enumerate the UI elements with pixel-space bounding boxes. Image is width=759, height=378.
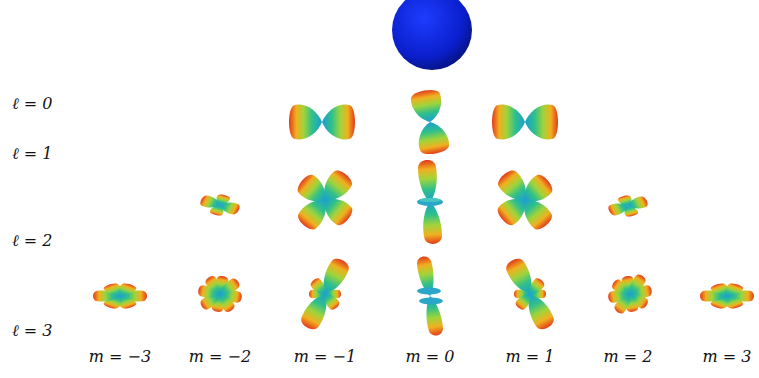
order-label: m = 1 (506, 347, 555, 366)
degree-label: ℓ = 0 (12, 94, 52, 113)
order-label: m = 2 (604, 347, 653, 366)
degree-label: ℓ = 1 (12, 144, 52, 163)
order-label: m = 3 (703, 347, 752, 366)
order-label: m = −1 (294, 347, 356, 366)
order-label: m = −3 (89, 347, 151, 366)
order-label: m = −2 (189, 347, 251, 366)
degree-label: ℓ = 3 (12, 321, 52, 340)
order-label: m = 0 (406, 347, 455, 366)
degree-label: ℓ = 2 (12, 231, 52, 250)
